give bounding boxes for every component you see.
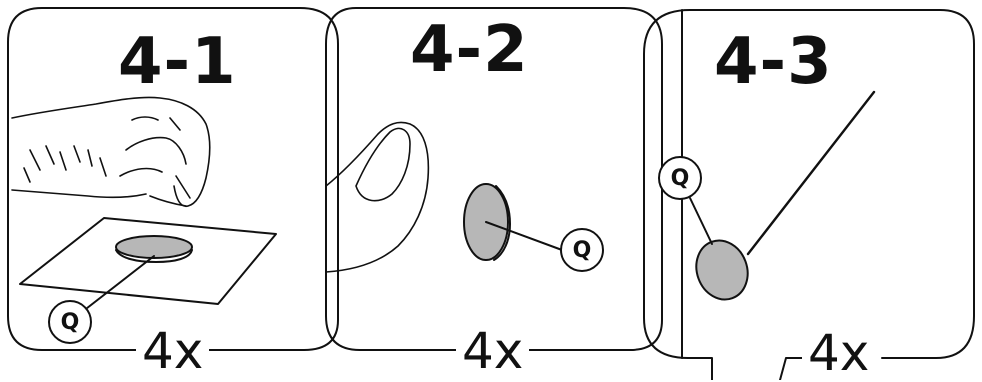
panel-1-frame	[7, 7, 339, 351]
disc-1-group	[115, 235, 193, 263]
step-title-4-2: 4-2	[410, 13, 529, 87]
quantity-label-panel-1: 4x	[136, 326, 210, 376]
callout-q-panel-2: Q	[560, 228, 604, 272]
callout-q-panel-3: Q	[658, 156, 702, 200]
disc-3	[695, 239, 749, 301]
quantity-label-panel-3: 4x	[802, 328, 876, 378]
applicator-stick	[746, 90, 876, 256]
callout-leader-3	[689, 197, 713, 245]
step-title-4-1: 4-1	[118, 25, 237, 99]
callout-q-panel-1: Q	[48, 300, 92, 344]
hand-icon	[11, 96, 211, 208]
panel-3-frame	[689, 9, 975, 359]
callout-leader-1	[81, 255, 155, 313]
quantity-label-panel-2: 4x	[456, 326, 530, 376]
step-title-4-3: 4-3	[714, 25, 833, 99]
adhesive-sheet	[19, 217, 277, 305]
thumb-icon	[325, 121, 430, 273]
callout-leader-2	[485, 221, 563, 251]
